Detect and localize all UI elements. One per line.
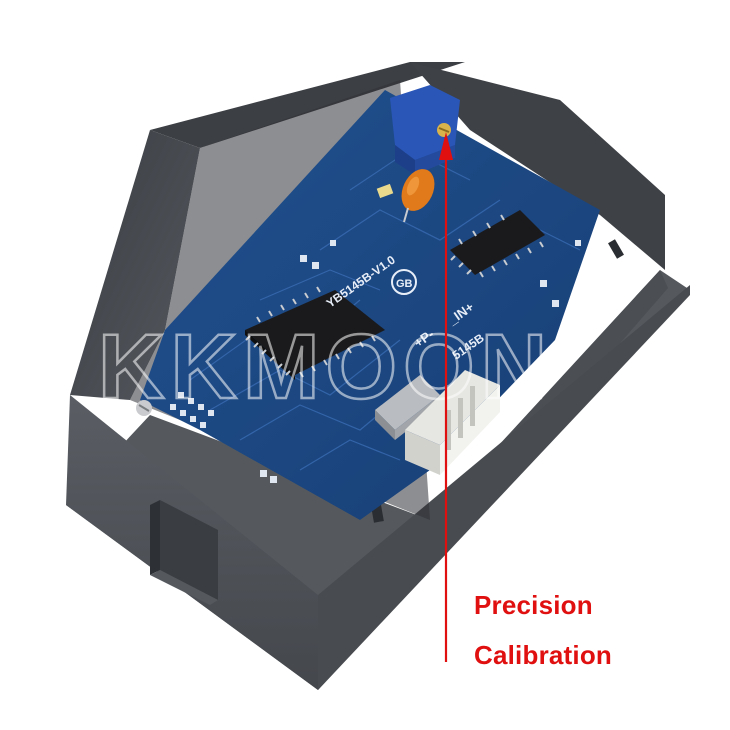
callout-arrow — [439, 132, 453, 662]
smd-capacitor — [376, 183, 394, 199]
board-logo: GB — [391, 269, 417, 295]
housing-front-wall-right — [318, 285, 690, 690]
microcontroller-chip — [245, 286, 385, 380]
latch-clip — [150, 500, 218, 605]
housing-back-wall — [150, 62, 465, 148]
film-capacitor — [401, 169, 435, 223]
arrow-head — [439, 132, 453, 160]
housing-slot — [608, 239, 624, 259]
brand-watermark: KKMOON — [98, 316, 553, 418]
callout-label-precision: Precision — [474, 590, 593, 620]
solder-pads — [170, 230, 581, 483]
housing-far-wall — [410, 62, 665, 270]
mounting-screw — [136, 400, 152, 416]
wire-connector — [405, 370, 500, 475]
pcb-board: YB5145B-V1.0 5145B _IN+ +P- GB — [136, 85, 600, 520]
callout-label-calibration: Calibration — [474, 640, 612, 670]
svg-text:GB: GB — [396, 278, 413, 290]
amplifier-chip — [450, 210, 545, 278]
housing-left-wall — [70, 130, 200, 400]
